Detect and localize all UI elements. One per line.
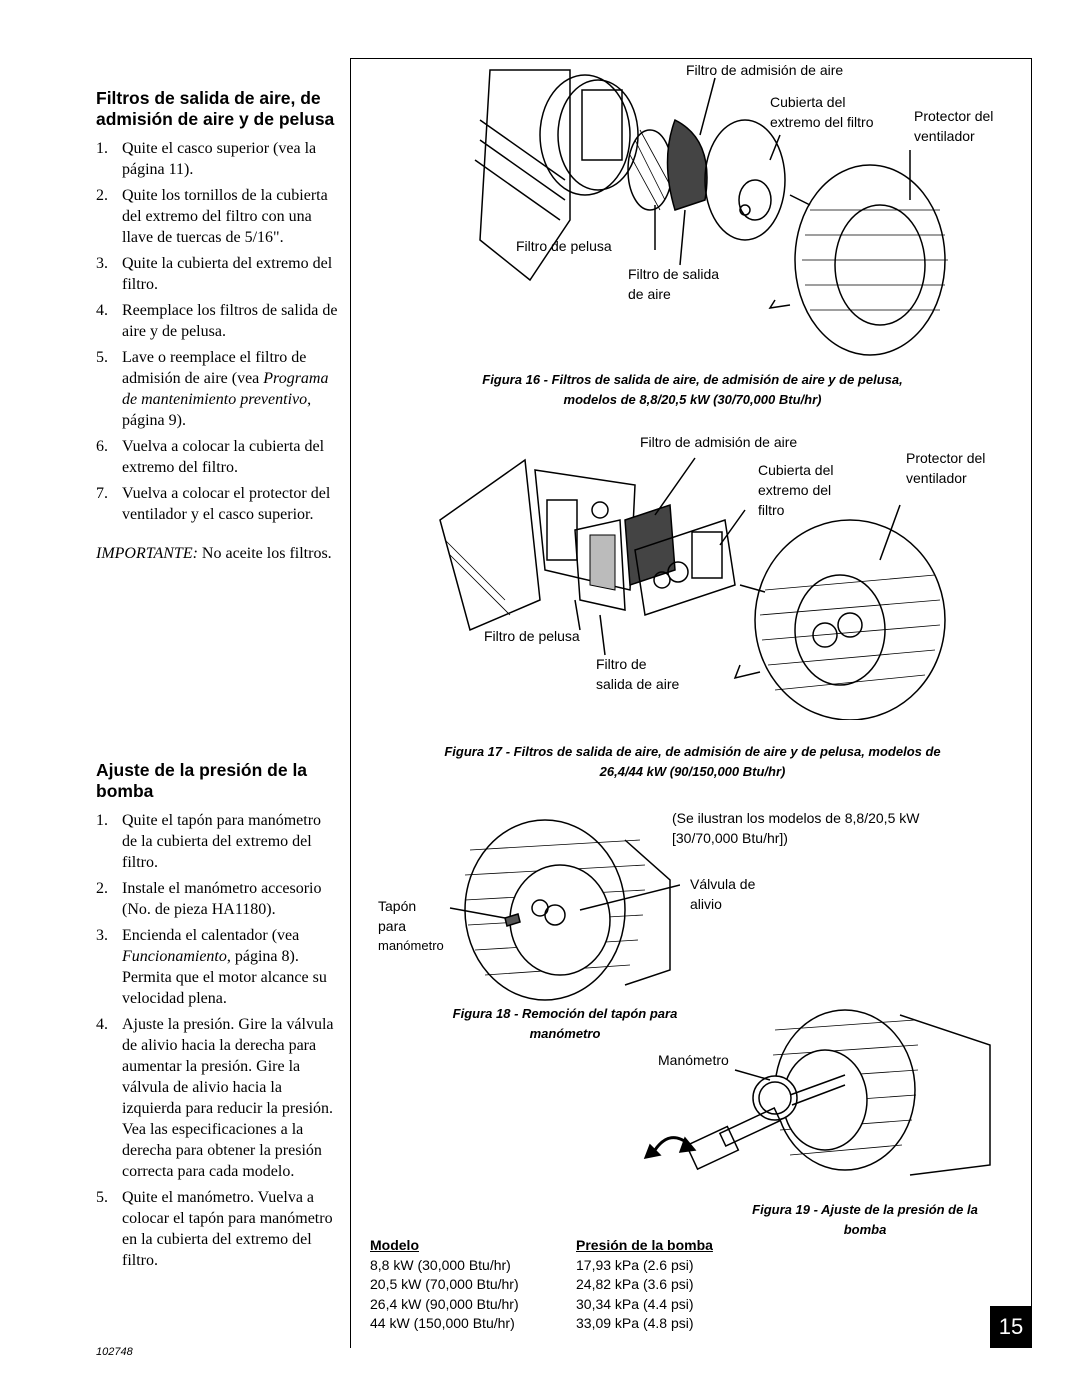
fig17-guard-label-2: ventilador	[906, 470, 967, 486]
fig18-note-1: (Se ilustran los modelos de 8,8/20,5 kW	[672, 810, 920, 826]
figure-18-caption: Figura 18 - Remoción del tapón para manó…	[452, 1006, 678, 1041]
fig16-guard-label-1: Protector del	[914, 108, 994, 124]
table-row: 44 kW (150,000 Btu/hr) 33,09 kPa (4.8 ps…	[370, 1315, 694, 1331]
fig18-note-2: [30/70,000 Btu/hr])	[672, 830, 788, 846]
table-row: 8,8 kW (30,000 Btu/hr) 17,93 kPa (2.6 ps…	[370, 1256, 694, 1273]
table-header: Modelo Presión de la bomba	[370, 1237, 713, 1253]
fig17-lint-label: Filtro de pelusa	[484, 628, 580, 644]
fig16-outlet-label-2: de aire	[628, 286, 671, 302]
table-row: 26,4 kW (90,000 Btu/hr) 30,34 kPa (4.4 p…	[370, 1295, 694, 1312]
filters-steps: 1.Quite el casco superior (vea la página…	[96, 138, 338, 525]
pump-pressure-steps: 1.Quite el tapón para manómetro de la cu…	[96, 810, 338, 1271]
filters-heading: Filtros de salida de aire, de admisión d…	[96, 88, 335, 129]
list-item: 3.Encienda el calentador (vea Funcionami…	[96, 927, 327, 1007]
fig17-cover-label-2: extremo del	[758, 482, 832, 498]
pump-pressure-heading: Ajuste de la presión de la bomba	[96, 760, 308, 801]
fig16-cover-label-1: Cubierta del	[770, 94, 846, 110]
fig16-outlet-label-1: Filtro de salida	[628, 266, 720, 282]
figure-19-caption: Figura 19 - Ajuste de la presión de la b…	[752, 1202, 978, 1237]
figure-17-illustration	[439, 457, 946, 720]
list-item: 7.Vuelva a colocar el protector del vent…	[96, 485, 331, 523]
list-item: 4.Ajuste la presión. Gire la válvula de …	[96, 1016, 334, 1180]
fig19-gauge-label: Manómetro	[658, 1052, 729, 1068]
fig17-outlet-label-2: salida de aire	[596, 676, 680, 692]
column-divider	[350, 58, 351, 1348]
figure-frame	[350, 58, 1032, 1348]
fig17-cover-label-1: Cubierta del	[758, 462, 834, 478]
figure-16-caption: Figura 16 - Filtros de salida de aire, d…	[482, 372, 903, 407]
list-item: 3.Quite la cubierta del extremo del filt…	[96, 255, 333, 293]
figure-17-caption: Figura 17 - Filtros de salida de aire, d…	[444, 744, 941, 779]
fig16-intake-label: Filtro de admisión de aire	[686, 62, 844, 78]
document-number: 102748	[96, 1346, 133, 1358]
fig17-intake-label: Filtro de admisión de aire	[640, 434, 798, 450]
figure-18-illustration	[449, 819, 680, 1001]
pump-pressure-table: Modelo Presión de la bomba 8,8 kW (30,00…	[370, 1236, 713, 1334]
list-item: 2.Instale el manómetro accesorio (No. de…	[96, 880, 322, 918]
list-item: 5.Quite el manómetro. Vuelva a colocar e…	[96, 1189, 333, 1269]
filters-section: Filtros de salida de aire, de admisión d…	[96, 88, 338, 564]
table-row: 20,5 kW (70,000 Btu/hr) 24,82 kPa (3.6 p…	[370, 1276, 694, 1292]
fig18-plug-label-1: Tapón	[378, 898, 417, 914]
fig17-outlet-label-1: Filtro de	[596, 656, 647, 672]
list-item: 1.Quite el casco superior (vea la página…	[96, 140, 317, 178]
list-item: 6.Vuelva a colocar la cubierta del extre…	[96, 438, 325, 476]
figure-19-illustration	[643, 1009, 991, 1176]
fig18-plug-label-2: para	[378, 918, 407, 934]
pump-pressure-section: Ajuste de la presión de la bomba 1.Quite…	[96, 760, 338, 1276]
fig17-guard-label-1: Protector del	[906, 450, 986, 466]
fig16-lint-label: Filtro de pelusa	[516, 238, 612, 254]
page-number: 15	[990, 1306, 1032, 1348]
list-item: 4.Reemplace los filtros de salida de air…	[96, 302, 338, 340]
fig18-plug-label-3: manómetro	[378, 938, 444, 953]
fig18-valve-label-1: Válvula de	[690, 876, 756, 892]
important-note: IMPORTANTE: No aceite los filtros.	[96, 545, 332, 562]
figure-16-illustration	[474, 69, 948, 356]
fig16-cover-label-2: extremo del filtro	[770, 114, 874, 130]
fig17-cover-label-3: filtro	[758, 502, 785, 518]
fig16-guard-label-2: ventilador	[914, 128, 975, 144]
list-item: 1.Quite el tapón para manómetro de la cu…	[96, 812, 322, 871]
fig18-valve-label-2: alivio	[690, 896, 722, 912]
list-item: 5.Lave o reemplace el filtro de admisión…	[96, 349, 329, 429]
list-item: 2.Quite los tornillos de la cubierta del…	[96, 187, 328, 246]
